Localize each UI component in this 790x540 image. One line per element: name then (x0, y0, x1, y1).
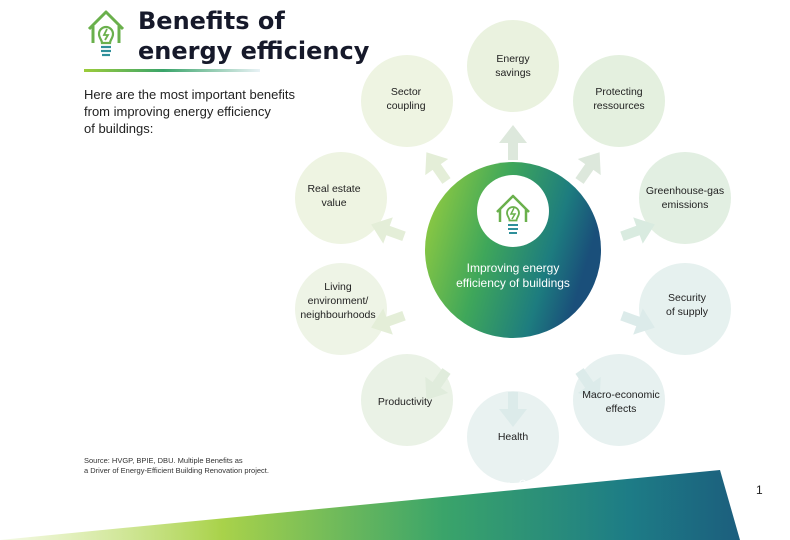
center-label-line-1: Improving energy (466, 261, 560, 275)
arrow-to-health (499, 392, 527, 427)
label-macro-economic: Macro-economic effects (566, 388, 676, 416)
circle-greenhouse-gas (639, 152, 731, 244)
label-productivity: Productivity (350, 395, 460, 409)
label-security-of-supply: Security of supply (632, 291, 742, 319)
label-line: Security (668, 292, 706, 304)
label-line: Macro-economic (582, 389, 660, 401)
label-line: environment/ (307, 295, 369, 307)
arrow-to-real-estate (371, 217, 406, 244)
footer-band (0, 470, 740, 540)
title-line-1: Benefits of (138, 7, 285, 35)
circle-real-estate (295, 152, 387, 244)
arrow-to-protecting-ressources (575, 152, 601, 184)
circle-living-environment (295, 263, 387, 355)
label-line: Protecting (595, 86, 643, 98)
source-note: Source: HVGP, BPIE, DBU. Multiple Benefi… (84, 456, 384, 476)
source-line-2: a Driver of Energy-Efficient Building Re… (84, 466, 269, 475)
arrow-to-sector-coupling (425, 152, 451, 184)
label-line: Greenhouse-gas (645, 185, 725, 197)
house-bulb-logo-icon (87, 10, 125, 57)
center-label: Improving energy efficiency of buildings (438, 261, 588, 291)
arrow-to-living-environment (371, 308, 406, 335)
label-protecting-ressources: Protecting ressources (564, 85, 674, 113)
label-line: value (321, 197, 347, 209)
source-line-1: Source: HVGP, BPIE, DBU. Multiple Benefi… (84, 456, 243, 465)
label-energy-savings: Energy savings (458, 52, 568, 80)
label-line: of supply (665, 306, 709, 318)
label-living-environment: Living environment/ neighbourhoods (283, 280, 393, 322)
center-house-bulb-icon (496, 194, 530, 234)
circle-macro-economic (573, 354, 665, 446)
label-line: ressources (593, 100, 645, 112)
label-health: Health (458, 430, 568, 444)
intro-line-3: of buildings: (84, 121, 154, 136)
title-underline (84, 69, 260, 72)
center-circle (425, 162, 601, 338)
label-greenhouse-gas: Greenhouse-gas emissions (630, 184, 740, 212)
circle-health (467, 391, 559, 483)
label-line: Sector (390, 86, 422, 98)
center-label-line-2: efficiency of buildings (456, 276, 570, 290)
circle-protecting-ressources (573, 55, 665, 147)
page-title: Benefits of energy efficiency (138, 6, 369, 66)
arrow-to-security-of-supply (620, 308, 655, 335)
label-line: Energy (496, 53, 530, 65)
title-line-2: energy efficiency (138, 37, 370, 65)
label-line: savings (495, 67, 531, 79)
label-line: Real estate (307, 183, 361, 195)
intro-line-1: Here are the most important benefits (84, 87, 295, 102)
arrow-to-macro-economic (575, 368, 601, 400)
arrow-to-greenhouse-gas (620, 217, 655, 244)
label-line: Health (497, 431, 529, 443)
label-line: coupling (386, 100, 426, 112)
intro-line-2: from improving energy efficiency (84, 104, 271, 119)
arrows (371, 125, 655, 427)
arrow-to-energy-savings (499, 125, 527, 160)
circle-energy-savings (467, 20, 559, 112)
label-sector-coupling: Sector coupling (351, 85, 461, 113)
label-line: neighbourhoods (300, 309, 376, 321)
page-number: 1 (756, 483, 763, 497)
label-line: Productivity (377, 396, 433, 408)
circle-security-of-supply (639, 263, 731, 355)
circle-sector-coupling (361, 55, 453, 147)
arrow-to-productivity (425, 368, 451, 400)
label-real-estate: Real estate value (279, 182, 389, 210)
circle-productivity (361, 354, 453, 446)
label-line: Living (324, 281, 352, 293)
label-line: effects (605, 403, 637, 415)
label-line: emissions (661, 199, 709, 211)
intro-text: Here are the most important benefits fro… (84, 86, 354, 137)
